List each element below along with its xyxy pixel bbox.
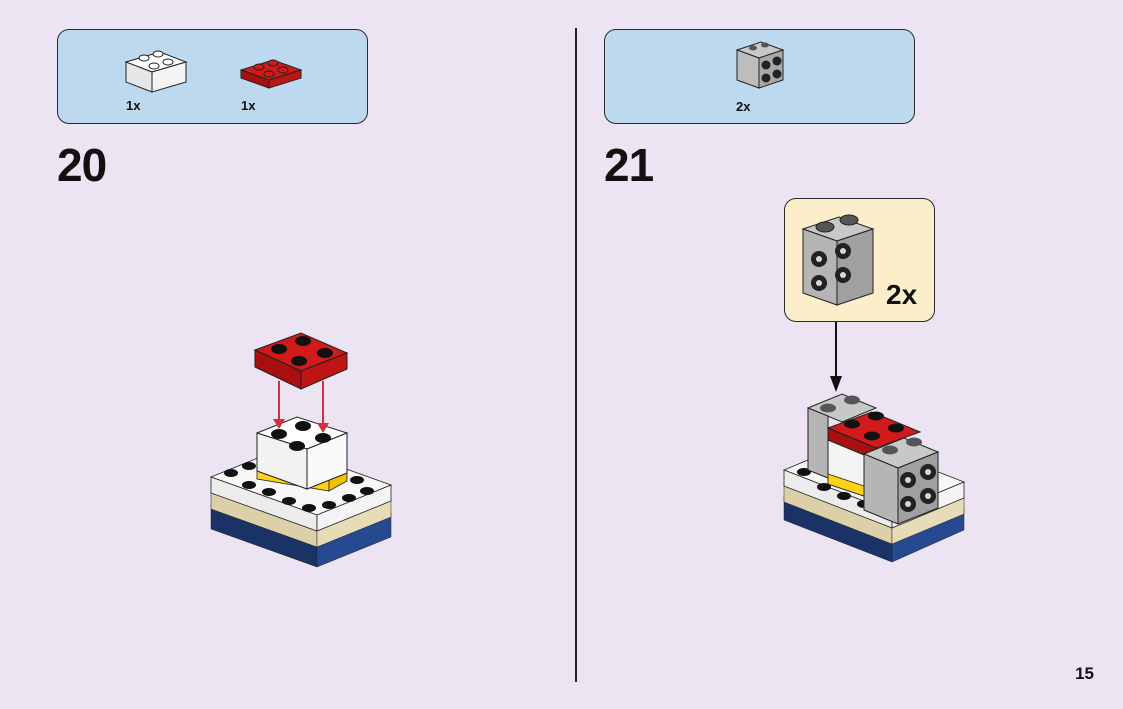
- page-number: 15: [1075, 664, 1094, 683]
- part-qty-gray-brick: 2x: [736, 99, 751, 114]
- part-qty-white-brick: 1x: [126, 98, 141, 113]
- step-20-assembly-illustration: [205, 325, 405, 580]
- parts-box-step-20: 1x 1x: [57, 29, 368, 124]
- gray-brick-2x2-callout-icon: [799, 211, 879, 311]
- step-divider-line: [575, 28, 577, 682]
- step-21-assembly-illustration: [780, 320, 970, 575]
- parts-box-step-21: 2x: [604, 29, 915, 124]
- gray-brick-2x2-part-icon: [733, 40, 787, 90]
- sub-assembly-callout: 2x: [784, 198, 935, 322]
- part-qty-red-plate: 1x: [241, 98, 256, 113]
- white-brick-2x2-part-icon: [124, 44, 188, 94]
- red-plate-2x2-part-icon: [239, 56, 303, 90]
- step-number-21: 21: [604, 139, 654, 191]
- step-number-20: 20: [57, 139, 107, 191]
- callout-qty-label: 2x: [886, 279, 918, 310]
